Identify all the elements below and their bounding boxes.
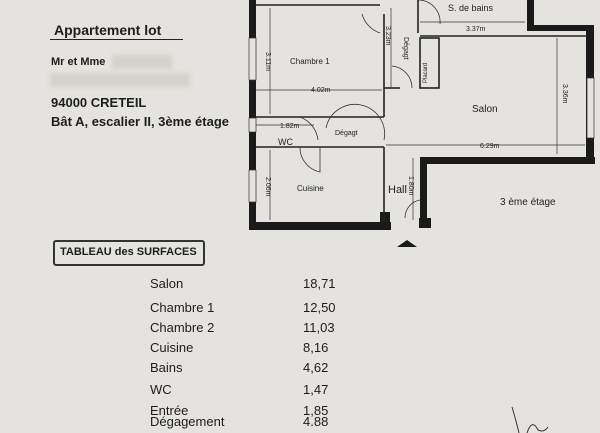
north-arrow-icon [397,240,417,247]
redacted-name [112,55,172,69]
document-title: Appartement lot [50,22,184,40]
owner-label: Mr et Mme [51,56,106,68]
dim-323: 3.23m [384,26,391,46]
signature [511,406,549,433]
dim-336: 3.36m [561,84,568,104]
room-label-degagt: Dégagt [335,130,358,137]
room-label-placard: Placard [423,63,429,83]
table-title: TABLEAU des SURFACES [53,240,205,266]
room-label-hall: Hall [388,184,407,196]
dim-182: 1.82m [280,123,300,130]
dim-206: 2.06m [264,177,271,197]
room-label-bains: S. de bains [448,3,494,13]
room-label-degagt-2: Dégagt [402,37,409,60]
dimension-lines [256,8,585,220]
redacted-line [50,73,190,87]
room-label-salon: Salon [472,104,498,115]
room-label-wc: WC [278,137,293,147]
dim-402: 4.02m [311,87,331,94]
dim-180: 1.80m [407,176,414,196]
room-label-chambre1: Chambre 1 [290,57,330,66]
walls [249,0,595,230]
floor-label: 3 ème étage [500,197,556,208]
dim-337: 3.37m [466,26,486,33]
building-info: Bât A, escalier II, 3ème étage [51,114,230,129]
dim-311: 3.11m [264,52,271,71]
room-label-cuisine: Cuisine [297,184,324,193]
doors [299,0,441,219]
city: 94000 CRETEIL [51,95,147,110]
dim-629: 6.29m [480,143,500,150]
